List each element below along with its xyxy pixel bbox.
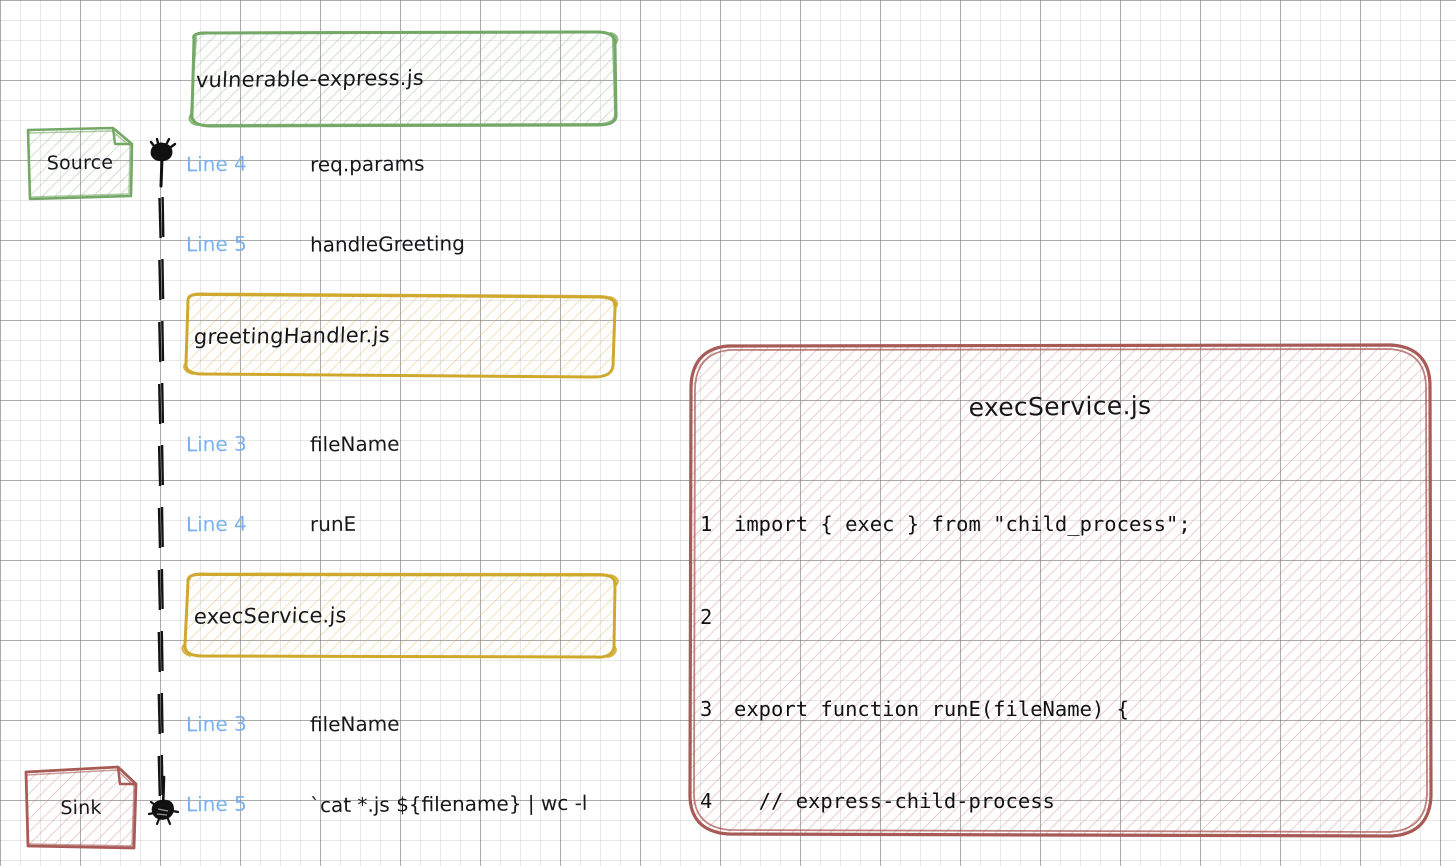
code-panel-frame — [688, 343, 1433, 838]
code-line: 3 export function runE(fileName) { — [700, 694, 1424, 725]
step-row[interactable]: Line 3 fileName — [186, 432, 656, 466]
file-banner-label: execService.js — [193, 603, 348, 629]
code-body: 1 import { exec } from "child_process"; … — [700, 448, 1424, 830]
flow-line — [150, 160, 172, 810]
file-banner-greeting-handler[interactable]: greetingHandler.js — [180, 292, 620, 380]
file-banner-vulnerable-express[interactable]: vulnerable-express.js — [182, 30, 622, 128]
file-banner-label: greetingHandler.js — [193, 322, 391, 350]
map-pin-icon — [145, 137, 181, 190]
code-line-number: 4 — [700, 788, 713, 813]
step-expression: `cat *.js ${filename} | wc -l — [309, 790, 588, 818]
step-line-number: Line 5 — [185, 791, 247, 817]
file-banner-exec-service[interactable]: execService.js — [180, 572, 620, 660]
step-expression: fileName — [309, 431, 400, 457]
step-expression: handleGreeting — [309, 231, 465, 257]
code-line-number: 3 — [700, 696, 713, 721]
sink-node[interactable]: Sink — [22, 762, 140, 854]
step-line-number: Line 4 — [185, 511, 247, 537]
code-line-number: 1 — [700, 512, 713, 537]
step-row[interactable]: Line 5 handleGreeting — [185, 231, 656, 266]
step-row[interactable]: Line 5 `cat *.js ${filename} | wc -l — [185, 790, 666, 826]
step-row[interactable]: Line 4 req.params — [186, 152, 656, 186]
step-row[interactable]: Line 4 runE — [186, 512, 656, 546]
step-row[interactable]: Line 3 fileName — [186, 712, 656, 746]
step-expression: fileName — [309, 711, 400, 737]
step-line-number: Line 5 — [185, 231, 247, 257]
code-line-text: // express-child-process — [734, 788, 1055, 813]
code-line-text: import { exec } from "child_process"; — [734, 512, 1191, 537]
code-line: 4 // express-child-process — [700, 786, 1424, 817]
step-expression: req.params — [309, 151, 425, 177]
file-banner-label: vulnerable-express.js — [195, 65, 425, 93]
step-line-number: Line 3 — [185, 711, 247, 737]
sink-node-label: Sink — [60, 796, 102, 820]
source-node[interactable]: Source — [25, 124, 135, 202]
step-line-number: Line 3 — [185, 431, 247, 457]
source-node-label: Source — [46, 151, 114, 175]
code-line: 2 — [700, 602, 1424, 633]
flag-pin-icon — [146, 775, 184, 831]
step-expression: runE — [309, 511, 357, 537]
code-panel-exec-service[interactable]: execService.js 1 import { exec } from "c… — [686, 340, 1434, 840]
step-line-number: Line 4 — [185, 151, 247, 177]
code-line-number: 2 — [700, 604, 713, 629]
code-line: 1 import { exec } from "child_process"; — [700, 509, 1424, 540]
code-line-text: export function runE(fileName) { — [734, 696, 1129, 721]
